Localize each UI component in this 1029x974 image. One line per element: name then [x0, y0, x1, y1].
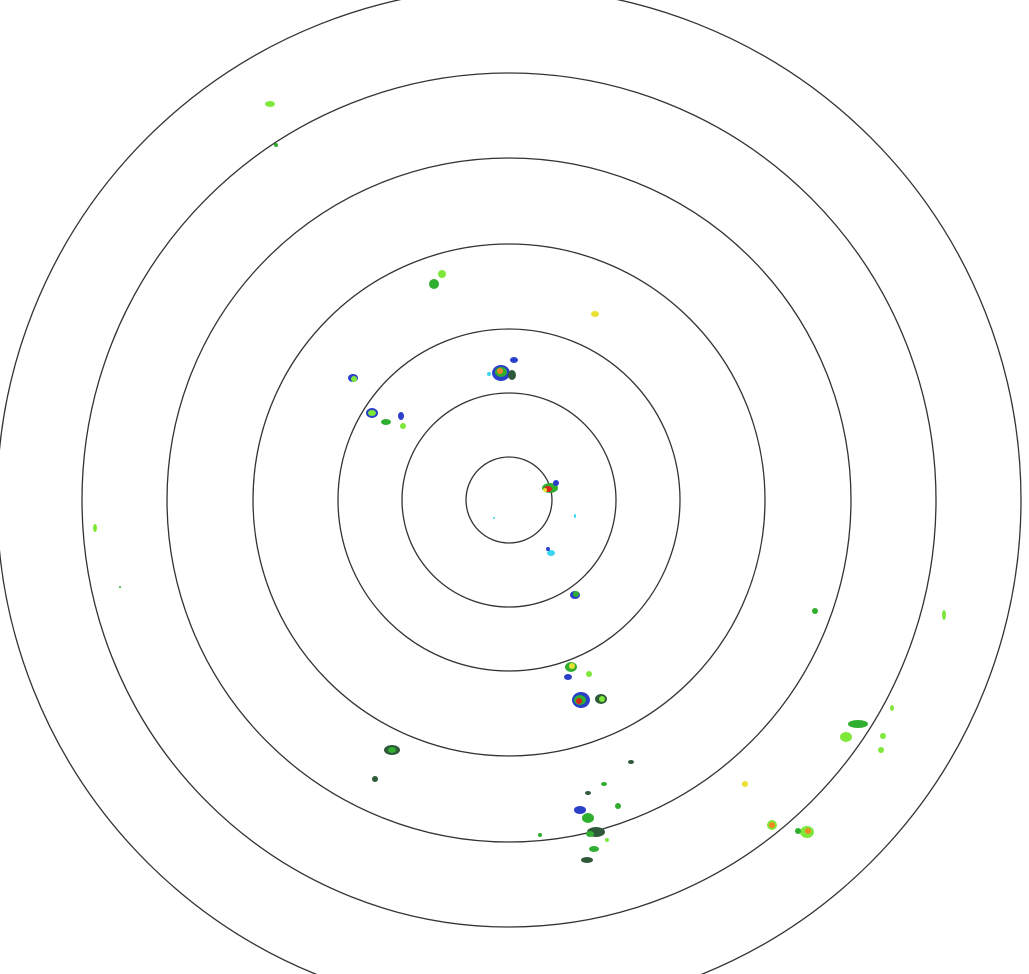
range-ring-2 [401, 392, 617, 608]
radar-echo [805, 828, 811, 834]
radar-echo [576, 698, 582, 704]
radar-echo [586, 671, 592, 677]
radar-echo [574, 806, 586, 814]
radar-echo [795, 828, 801, 834]
radar-echo [840, 732, 852, 742]
radar-echo [585, 791, 591, 795]
radar-echo [493, 517, 495, 519]
radar-echo [438, 270, 446, 278]
radar-echo [265, 101, 275, 107]
radar-echo [569, 663, 575, 669]
radar-echo [574, 514, 576, 518]
radar-echo [586, 831, 594, 837]
radar-echo [878, 747, 884, 753]
radar-echo [388, 747, 396, 753]
radar-echo [547, 550, 555, 556]
radar-echo [589, 846, 599, 852]
radar-echo [381, 419, 391, 425]
radar-echo [274, 143, 278, 147]
radar-echo [591, 311, 599, 317]
radar-echo [615, 803, 621, 809]
radar-echo [628, 760, 634, 764]
radar-echo [812, 608, 818, 614]
radar-echo [582, 813, 594, 823]
radar-echo [119, 586, 121, 588]
range-ring-4 [252, 243, 766, 757]
radar-echo [546, 547, 550, 551]
radar-echo [372, 776, 378, 782]
radar-echo [508, 370, 516, 380]
radar-echo [581, 857, 593, 863]
radar-echo [605, 838, 609, 842]
range-ring-1 [465, 456, 553, 544]
precipitation-echoes [93, 101, 946, 863]
radar-echo [398, 412, 404, 420]
radar-echo [487, 372, 491, 376]
radar-echo [510, 357, 518, 363]
radar-echo [93, 524, 97, 532]
radar-echo [742, 781, 748, 787]
radar-echo [497, 368, 503, 374]
range-ring-3 [337, 328, 681, 672]
radar-echo [573, 591, 579, 597]
radar-echo [429, 279, 439, 289]
radar-echo [351, 376, 357, 382]
radar-echo [538, 833, 542, 837]
radar-echo [543, 488, 547, 492]
radar-echo [880, 733, 886, 739]
range-ring-6 [81, 72, 937, 928]
range-ring-5 [166, 157, 852, 843]
radar-echo [942, 610, 946, 620]
radar-echo [890, 705, 894, 711]
radar-echo [564, 674, 572, 680]
radar-echo [769, 822, 775, 828]
radar-echo [599, 696, 605, 702]
radar-echo [368, 410, 376, 416]
radar-echo [553, 480, 559, 486]
radar-echo [848, 720, 868, 728]
radar-echo [400, 423, 406, 429]
radar-echo [601, 782, 607, 786]
